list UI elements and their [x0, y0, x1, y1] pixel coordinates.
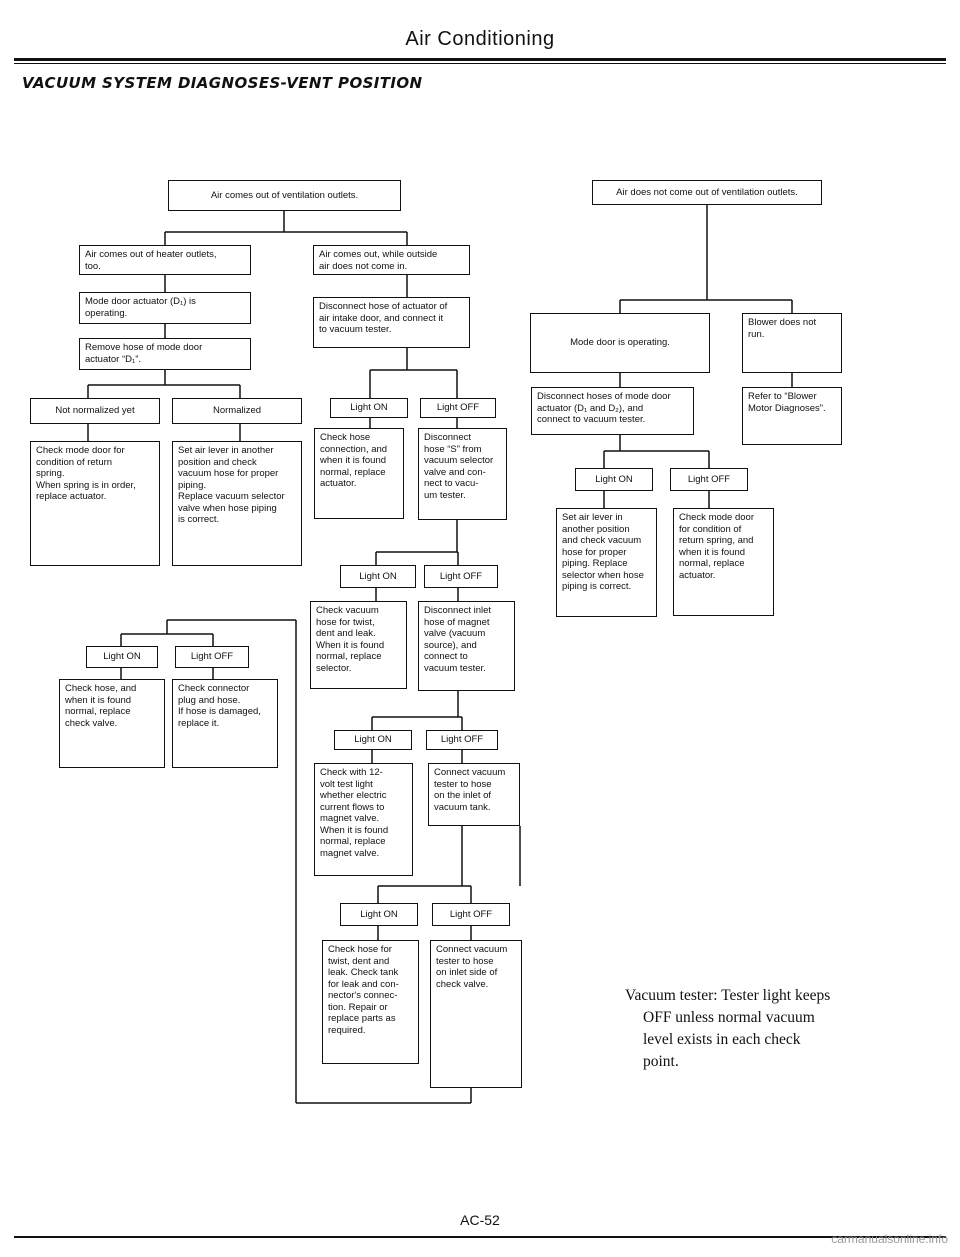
flow-box-normalized: Normalized	[172, 398, 302, 424]
flow-box-light-off: Light OFF	[432, 903, 510, 926]
flow-box-disconnect-d1-d2: Disconnect hoses of mode door actuator (…	[531, 387, 694, 435]
flow-box-check-mode-door-spring: Check mode door for condition of return …	[673, 508, 774, 616]
flow-box-light-off: Light OFF	[175, 646, 249, 668]
flow-box-light-on: Light ON	[86, 646, 158, 668]
note-line: level exists in each check	[643, 1031, 801, 1048]
flow-box-light-on: Light ON	[575, 468, 653, 491]
watermark: carmanualsonline.info	[831, 1232, 948, 1246]
flow-box-light-on: Light ON	[334, 730, 412, 750]
flow-box-check-hose-connection: Check hose connection, and when it is fo…	[314, 428, 404, 519]
flow-box-check-12-volt-light: Check with 12- volt test light whether e…	[314, 763, 413, 876]
flow-box-light-off: Light OFF	[670, 468, 748, 491]
flow-box-mode-door-operating: Mode door is operating.	[530, 313, 710, 373]
flow-box-disconnect-hose-s: Disconnect hose “S” from vacuum selector…	[418, 428, 507, 520]
flow-box-light-off: Light OFF	[424, 565, 498, 588]
flow-box-set-air-lever: Set air lever in another position and ch…	[172, 441, 302, 566]
flow-box-set-air-lever-selector: Set air lever in another position and ch…	[556, 508, 657, 617]
flow-box-check-connector-plug: Check connector plug and hose. If hose i…	[172, 679, 278, 768]
flow-box-check-hose-tank: Check hose for twist, dent and leak. Che…	[322, 940, 419, 1064]
flow-box-blower-not-run: Blower does not run.	[742, 313, 842, 373]
flow-box-check-return-spring: Check mode door for condition of return …	[30, 441, 160, 566]
flow-box-outside-air-not-in: Air comes out, while outside air does no…	[313, 245, 470, 275]
flow-box-connect-tester-check-valve: Connect vacuum tester to hose on inlet s…	[430, 940, 522, 1088]
flow-box-refer-blower: Refer to “Blower Motor Diagnoses”.	[742, 387, 842, 445]
flow-box-heater-outlets-too: Air comes out of heater outlets, too.	[79, 245, 251, 275]
flow-box-check-vacuum-hose: Check vacuum hose for twist, dent and le…	[310, 601, 407, 689]
flow-box-remove-mode-door-hose: Remove hose of mode door actuator “D₁”.	[79, 338, 251, 370]
vacuum-tester-note: Vacuum tester: Tester light keeps OFF un…	[625, 985, 865, 1073]
flow-box-disconnect-intake-hose: Disconnect hose of actuator of air intak…	[313, 297, 470, 348]
note-line: Vacuum tester: Tester light keeps	[625, 987, 831, 1004]
note-line: point.	[643, 1053, 679, 1070]
flow-box-light-on: Light ON	[340, 565, 416, 588]
flow-box-air-from-vents: Air comes out of ventilation outlets.	[168, 180, 401, 211]
flow-box-disconnect-inlet-hose: Disconnect inlet hose of magnet valve (v…	[418, 601, 515, 691]
flow-box-light-off: Light OFF	[420, 398, 496, 418]
flow-box-light-on: Light ON	[340, 903, 418, 926]
page-number: AC-52	[460, 1212, 500, 1228]
flow-box-check-hose-check-valve: Check hose, and when it is found normal,…	[59, 679, 165, 768]
flow-box-light-off: Light OFF	[426, 730, 498, 750]
footer-rule	[14, 1236, 946, 1238]
header-rule-thin	[14, 63, 946, 64]
page-header-title: Air Conditioning	[405, 28, 555, 50]
flow-box-light-on: Light ON	[330, 398, 408, 418]
section-title: VACUUM SYSTEM DIAGNOSES-VENT POSITION	[22, 74, 423, 92]
flow-box-mode-door-actuator-operating: Mode door actuator (D₁) is operating.	[79, 292, 251, 324]
flow-box-connect-tester-tank: Connect vacuum tester to hose on the inl…	[428, 763, 520, 826]
flow-box-air-not-from-vents: Air does not come out of ventilation out…	[592, 180, 822, 205]
flow-box-not-normalized: Not normalized yet	[30, 398, 160, 424]
header-rule-thick	[14, 58, 946, 61]
note-line: OFF unless normal vacuum	[643, 1009, 815, 1026]
